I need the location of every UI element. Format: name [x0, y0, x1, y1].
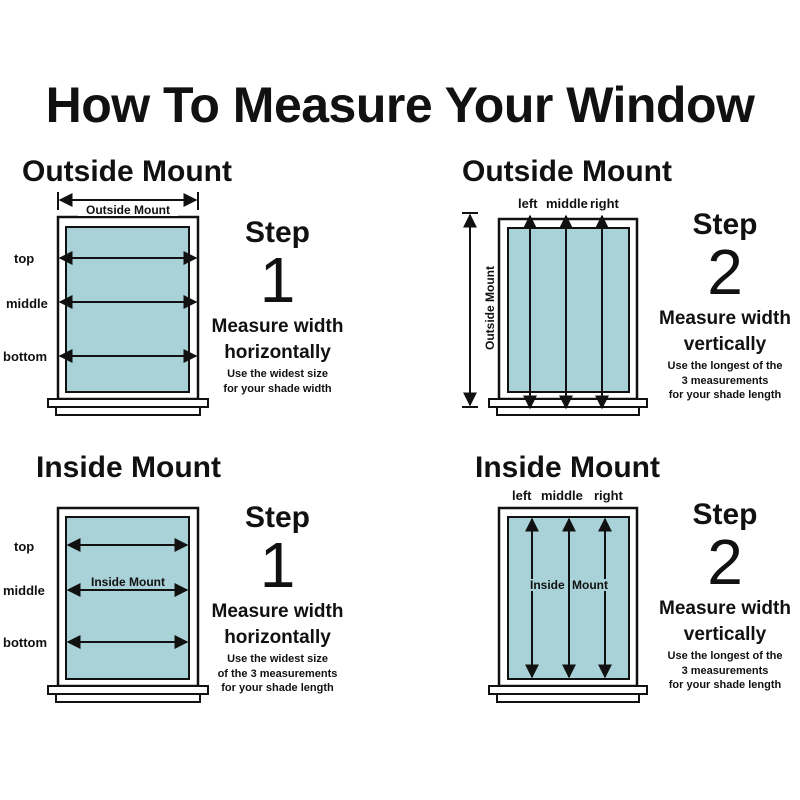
column-label-left: left — [518, 196, 538, 211]
instruction-line: Measure width — [659, 308, 791, 329]
outside-mount-height-label: Outside Mount — [483, 258, 497, 358]
section-heading-outside-mount: Outside Mount — [462, 155, 672, 188]
column-label-middle: middle — [546, 196, 588, 211]
window-glass — [65, 516, 190, 680]
window-outside-step2 — [462, 212, 648, 416]
section-heading-outside-mount: Outside Mount — [22, 155, 232, 188]
step-block: Step 2 Measure width vertically Use the … — [650, 210, 800, 402]
note-line: of the 3 measurements — [217, 667, 338, 680]
window-inside-step1 — [47, 506, 209, 703]
step-word: Step — [692, 208, 758, 241]
step-block: Step 1 Measure width horizontally Use th… — [200, 503, 355, 695]
note-line: for your shade length — [668, 678, 782, 691]
section-heading-inside-mount: Inside Mount — [36, 451, 221, 484]
instruction-line: Measure width — [211, 601, 344, 622]
window-sill-base — [496, 693, 640, 703]
note-line: Use the widest size — [227, 653, 328, 666]
window-sill — [488, 398, 648, 408]
section-heading-inside-mount: Inside Mount — [475, 451, 660, 484]
instruction-line: vertically — [683, 333, 767, 355]
instruction-line: horizontally — [224, 341, 331, 363]
window-sill-base — [496, 406, 640, 416]
row-label-middle: middle — [6, 296, 48, 311]
window-inside-step2 — [488, 506, 648, 703]
row-label-bottom: bottom — [3, 349, 48, 364]
instruction-line: horizontally — [224, 626, 331, 648]
row-label-top: top — [14, 539, 35, 554]
inside-mount-label-part: Inside — [529, 578, 566, 592]
step-block: Step 2 Measure width vertically Use the … — [650, 500, 800, 692]
outside-mount-width-label: Outside Mount — [78, 204, 178, 216]
step-number: 2 — [707, 236, 743, 308]
column-label-right: right — [594, 488, 623, 503]
column-label-middle: middle — [541, 488, 583, 503]
note-line: for your shade length — [668, 388, 782, 401]
row-label-top: top — [14, 251, 35, 266]
note-line: 3 measurements — [681, 374, 769, 387]
instruction-line: Measure width — [659, 598, 791, 619]
window-sill-base — [55, 406, 201, 416]
note-line: for your shade length — [221, 681, 334, 694]
step-number: 1 — [259, 244, 296, 316]
step-number: 1 — [259, 529, 296, 601]
instruction-line: Measure width — [211, 316, 344, 337]
step-number: 2 — [707, 526, 743, 598]
window-sill — [47, 398, 209, 408]
instruction-line: vertically — [683, 623, 767, 645]
note-line: Use the widest size — [227, 368, 328, 381]
window-sill-base — [55, 693, 201, 703]
step-word: Step — [692, 498, 758, 531]
note-line: Use the longest of the — [667, 650, 783, 663]
window-glass — [507, 227, 630, 393]
inside-mount-label: Inside Mount — [86, 576, 170, 588]
window-sill — [47, 685, 209, 695]
note-line: for your shade width — [223, 382, 332, 395]
row-label-bottom: bottom — [3, 635, 48, 650]
page-title: How To Measure Your Window — [45, 77, 755, 133]
note-line: Use the longest of the — [667, 360, 783, 373]
inside-mount-label-part: Mount — [571, 578, 609, 592]
note-line: 3 measurements — [681, 664, 769, 677]
window-glass — [65, 226, 190, 393]
step-word: Step — [244, 216, 310, 249]
column-label-right: right — [590, 196, 619, 211]
window-sill — [488, 685, 648, 695]
step-block: Step 1 Measure width horizontally Use th… — [200, 218, 355, 396]
row-label-middle: middle — [3, 583, 45, 598]
window-outside-step1 — [47, 192, 209, 416]
column-label-left: left — [512, 488, 532, 503]
step-word: Step — [244, 501, 310, 534]
